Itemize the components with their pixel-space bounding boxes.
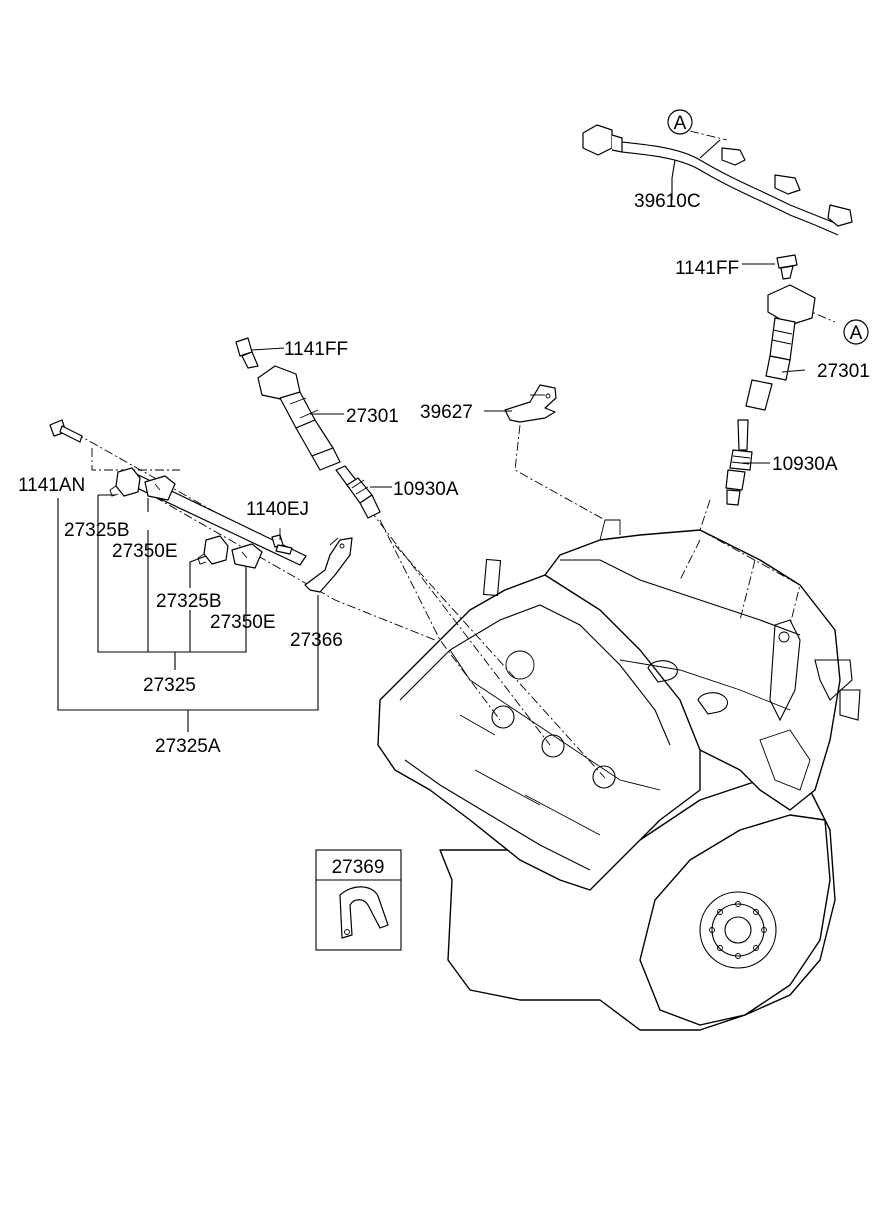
label-27325a: 27325A bbox=[155, 736, 221, 757]
label-27350e-2: 27350E bbox=[210, 612, 276, 633]
bolt-right-1141ff bbox=[776, 254, 798, 280]
wiring-harness-39610c bbox=[582, 124, 853, 236]
label-27350e-1: 27350E bbox=[112, 541, 178, 562]
connector-a-top-marker: A bbox=[667, 109, 693, 135]
bracket-27366 bbox=[304, 537, 353, 593]
label-27325b-2: 27325B bbox=[156, 591, 222, 612]
callout-labels: 39610C 1141FF 27301 10930A 1141FF 27301 … bbox=[18, 191, 870, 757]
bracket-39627 bbox=[504, 384, 557, 423]
engine-block bbox=[377, 519, 861, 1031]
assembly-leaders bbox=[74, 130, 836, 779]
bolt-1141an bbox=[49, 419, 83, 443]
label-27325: 27325 bbox=[143, 675, 196, 696]
connector-a-right-label: A bbox=[850, 323, 863, 344]
bolt-left-1141ff bbox=[235, 337, 259, 369]
label-1141ff-left: 1141FF bbox=[284, 339, 348, 360]
sensor-27325b-1 bbox=[109, 467, 141, 497]
spark-plug-right bbox=[725, 419, 753, 506]
sensor-27325b-2 bbox=[197, 535, 229, 565]
label-10930a-right: 10930A bbox=[772, 454, 838, 475]
connector-a-right-marker: A bbox=[843, 319, 869, 345]
clip-27369 bbox=[339, 886, 389, 939]
clip-27350e-2 bbox=[231, 543, 263, 569]
label-27325b-1: 27325B bbox=[64, 520, 130, 541]
connector-a-top-label: A bbox=[674, 113, 687, 134]
label-39610c: 39610C bbox=[634, 191, 701, 212]
label-10930a-left: 10930A bbox=[393, 479, 459, 500]
label-1140ej: 1140EJ bbox=[246, 499, 309, 520]
inset-box-27369: 27369 bbox=[315, 849, 402, 951]
ignition-coil-right bbox=[745, 284, 816, 411]
label-1141ff-right: 1141FF bbox=[675, 258, 739, 279]
label-27301-left: 27301 bbox=[346, 406, 399, 427]
inset-label: 27369 bbox=[332, 857, 385, 878]
callout-leaders bbox=[57, 159, 806, 732]
label-39627: 39627 bbox=[420, 402, 473, 423]
label-1141an: 1141AN bbox=[18, 475, 85, 496]
spark-plug-left bbox=[335, 465, 381, 519]
label-27301-right: 27301 bbox=[817, 361, 870, 382]
ignition-coil-left bbox=[257, 365, 341, 471]
label-27366: 27366 bbox=[290, 630, 343, 651]
clip-27350e-1 bbox=[144, 475, 176, 501]
